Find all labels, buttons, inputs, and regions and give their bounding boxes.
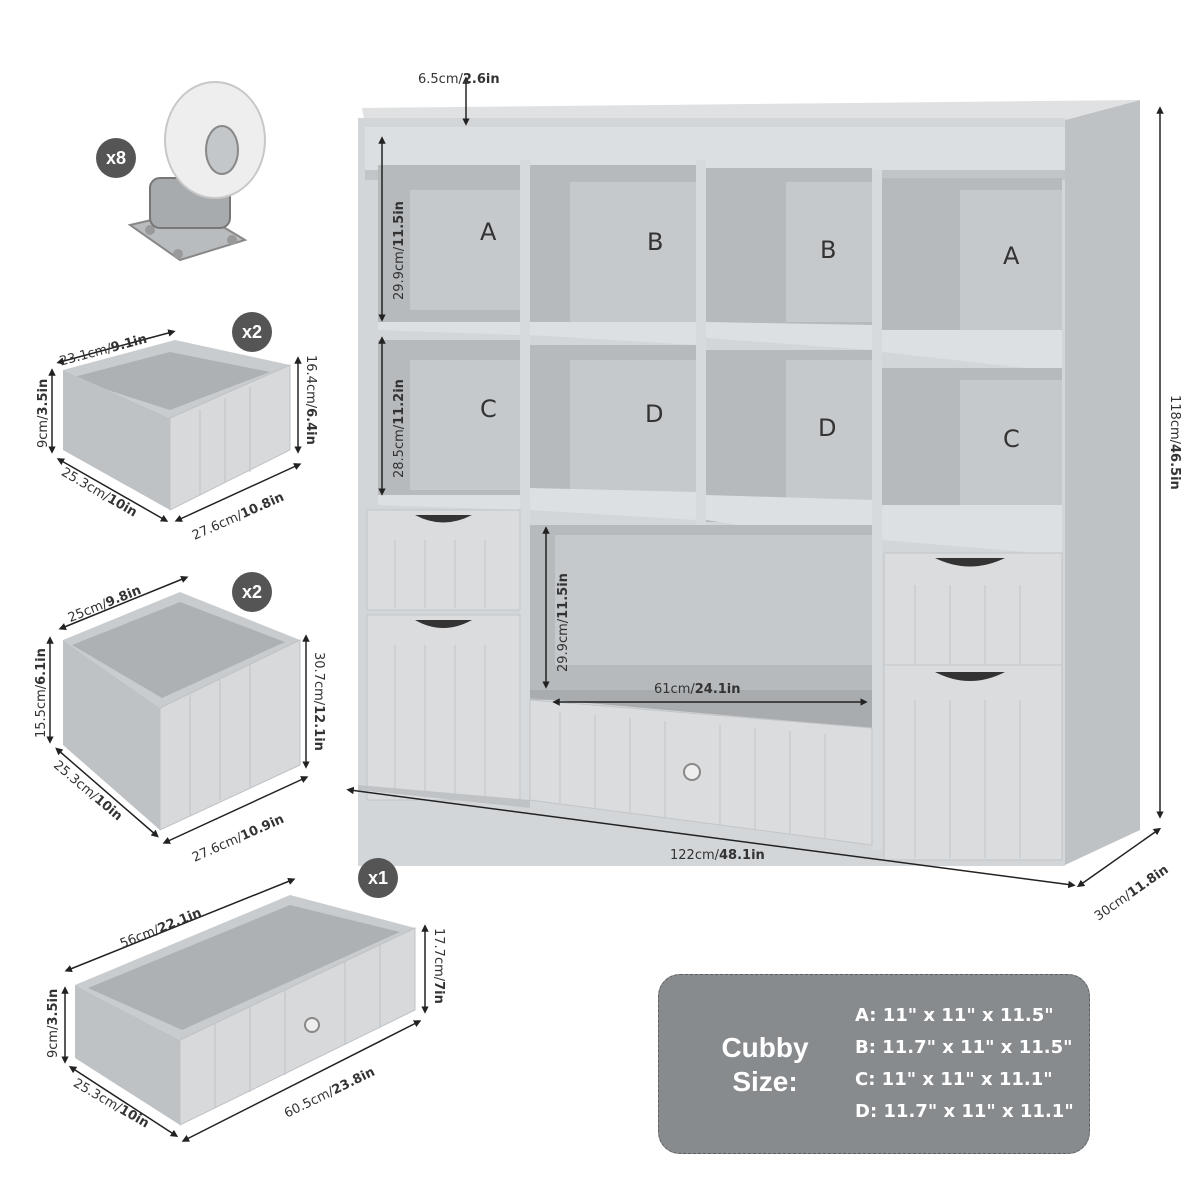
long-drawer-dim-right-height: 17.7cm/7in (431, 928, 446, 1004)
medium-drawer-dim-right-height: 30.7cm/12.1in (311, 652, 326, 751)
dim-top-lip: 6.5cm/2.6in (418, 72, 500, 87)
cubby-size-row-a: A: 11" x 11" x 11.5" (855, 1005, 1054, 1026)
cubby-size-panel: Cubby Size: A: 11" x 11" x 11.5" B: 11.7… (658, 974, 1090, 1154)
cabinet-dimension-lines (346, 76, 1164, 889)
knob-icon (304, 1017, 320, 1033)
open-compartment (530, 525, 872, 728)
cubby-size-title: Cubby Size: (705, 1031, 825, 1099)
medium-drawer-dim-left-height: 15.5cm/6.1in (34, 648, 49, 738)
left-tall-drawer (366, 614, 521, 801)
storage-cabinet (358, 100, 1140, 866)
medium-drawer-dimension-lines (46, 575, 310, 844)
dim-open-width: 61cm/24.1in (654, 682, 741, 697)
dim-cubby-mid-height: 28.5cm/11.2in (392, 379, 407, 478)
medium-drawer-qty-badge: x2 (232, 572, 272, 612)
cubby-size-row-c: C: 11" x 11" x 11.1" (855, 1069, 1053, 1090)
small-drawer-dimension-lines (48, 329, 302, 522)
cubby-size-title-line-2: Size: (732, 1066, 798, 1097)
right-small-drawer (883, 552, 1063, 672)
dim-total-height: 118cm/46.5in (1167, 395, 1182, 490)
dim-open-height: 29.9cm/11.5in (556, 573, 571, 672)
cubby-label: C (1003, 425, 1020, 453)
cubby-size-row-d: D: 11.7" x 11" x 11.1" (855, 1101, 1074, 1122)
long-drawer-dim-left-height: 9cm/3.5in (46, 988, 61, 1058)
long-drawer-dimension-lines (61, 877, 429, 1142)
left-small-drawer (366, 509, 521, 611)
dim-cubby-top-height: 29.9cm/11.5in (392, 201, 407, 300)
caster-wheel-icon (127, 81, 266, 262)
cubby-size-row-b: B: 11.7" x 11" x 11.5" (855, 1037, 1073, 1058)
cubby-label: D (645, 400, 664, 428)
small-drawer-qty-badge: x2 (232, 312, 272, 352)
cubby-label: D (818, 414, 837, 442)
small-drawer-dim-left-height: 9cm/3.5in (36, 378, 51, 448)
dim-total-width: 122cm/48.1in (670, 848, 765, 863)
cubby-row-middle (378, 340, 1062, 555)
cubby-label: B (647, 228, 664, 256)
cubby-row-top (378, 165, 1062, 372)
small-drawer-dim-right-height: 16.4cm/6.4in (303, 355, 318, 445)
cubby-label: A (480, 218, 497, 246)
right-tall-drawer (883, 664, 1063, 861)
long-drawer-qty-badge: x1 (358, 858, 398, 898)
cubby-label: A (1003, 242, 1020, 270)
long-drawer-illustration (75, 895, 416, 1126)
knob-icon (683, 763, 701, 781)
cubby-label: C (480, 395, 497, 423)
caster-qty-badge: x8 (96, 138, 136, 178)
cubby-size-title-line-1: Cubby (721, 1032, 809, 1063)
cubby-label: B (820, 236, 837, 264)
